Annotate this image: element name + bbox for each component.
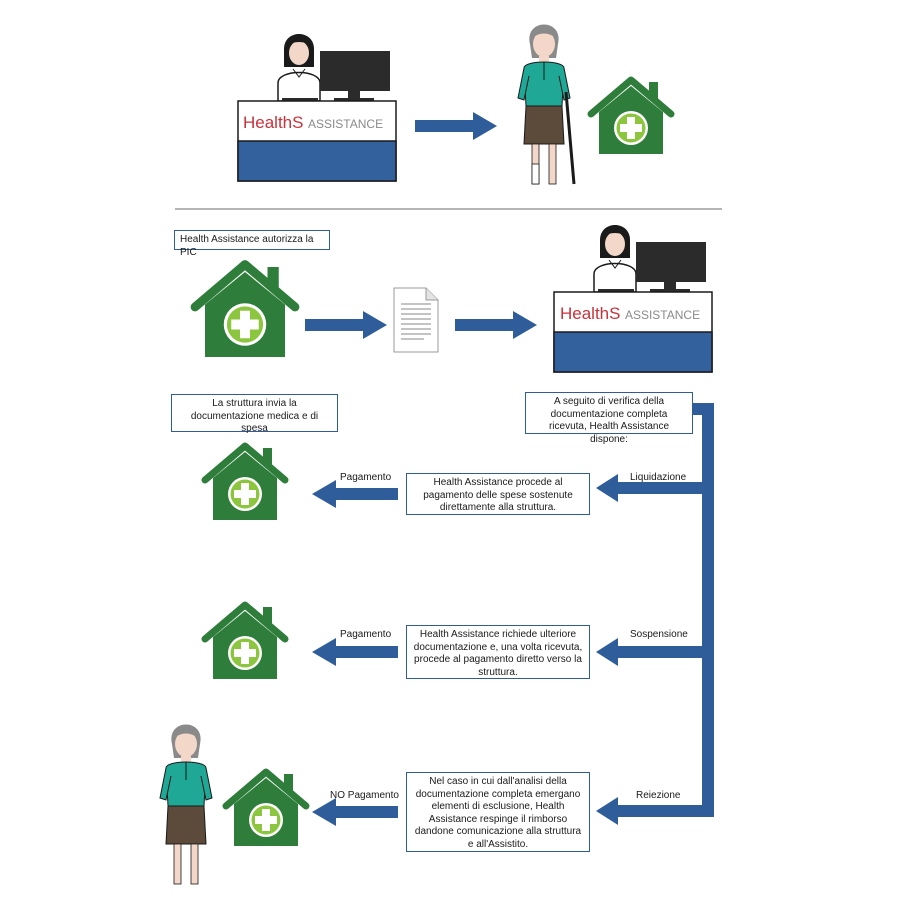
authorize-note: Health Assistance autorizza la PIC [174, 230, 330, 258]
house-icon-row3 [226, 772, 306, 846]
top-arrow [415, 112, 497, 140]
outcome-label-3: NO Pagamento [330, 790, 399, 801]
verify-note: A seguito di verifica della documentazio… [525, 392, 693, 445]
house-icon-row1 [205, 446, 285, 520]
logo-brand: HealthS [243, 113, 304, 132]
arrow-to-helpdesk [455, 311, 537, 339]
logo-top: HealthS ASSISTANCE [243, 113, 393, 135]
house-icon-row2 [205, 605, 285, 679]
logo-sub: ASSISTANCE [624, 308, 701, 322]
patient-woman [159, 724, 213, 885]
branch-description-3: Nel caso in cui dall'analisi della docum… [406, 772, 590, 852]
decision-label-2: Sospensione [630, 629, 688, 640]
middle-helpdesk [553, 224, 713, 373]
logo-brand: HealthS [560, 304, 621, 323]
outcome-label-2: Pagamento [340, 629, 392, 640]
payment-arrow-1 [312, 480, 398, 508]
outcome-label-1: Pagamento [340, 472, 392, 483]
top-house-icon [591, 80, 671, 154]
documentation-note: La struttura invia la documentazione med… [171, 394, 338, 434]
no-payment-arrow [312, 798, 398, 826]
branch-description-2: Health Assistance richiede ulteriore doc… [406, 625, 590, 679]
decision-label-1: Liquidazione [630, 472, 687, 483]
logo-middle: HealthS ASSISTANCE [560, 304, 710, 326]
patient-with-crutch [517, 24, 576, 185]
branch-description-1: Health Assistance procede al pagamento d… [406, 473, 590, 515]
decision-bracket [596, 403, 714, 825]
clinic-house-icon [195, 265, 295, 358]
arrow-to-document [305, 311, 387, 339]
top-helpdesk [237, 33, 397, 182]
logo-sub: ASSISTANCE [307, 117, 384, 131]
payment-arrow-2 [312, 638, 398, 666]
document-icon [393, 287, 439, 353]
decision-label-3: Reiezione [636, 790, 681, 801]
